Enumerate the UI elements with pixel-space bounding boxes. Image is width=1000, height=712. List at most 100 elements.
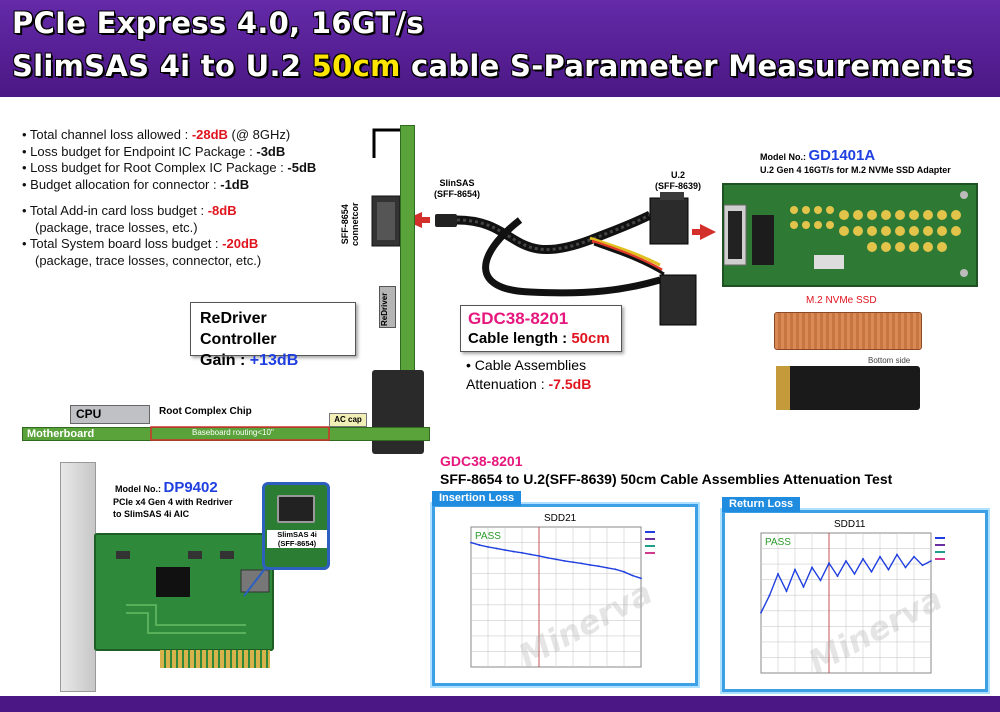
title-line-2-pre: SlimSAS 4i to U.2	[12, 49, 312, 83]
data-point	[555, 558, 557, 561]
data-point	[768, 594, 771, 597]
cable-drawing	[371, 192, 716, 326]
braided-cable	[456, 210, 653, 254]
title-line-1: PCIe Express 4.0, 16GT/s	[12, 6, 424, 40]
pcie-slot	[372, 370, 424, 454]
data-point	[580, 562, 583, 565]
data-point	[794, 568, 796, 571]
data-point	[538, 555, 540, 557]
card-bracket-top	[372, 128, 400, 158]
chart-title: SDD11	[834, 519, 866, 530]
data-point	[819, 579, 822, 582]
data-point	[811, 566, 813, 569]
data-point	[921, 564, 924, 567]
data-point	[529, 553, 532, 556]
loss-budget-list: • Total channel loss allowed : -28dB (@ …	[22, 127, 316, 269]
data-point	[563, 560, 566, 562]
return-loss-tab: Return Loss	[722, 497, 801, 512]
data-point	[470, 541, 472, 544]
legend-swatch	[645, 531, 655, 533]
data-point	[870, 570, 873, 573]
data-point	[478, 544, 481, 546]
bullet-root-complex-package: • Loss budget for Root Complex IC Packag…	[22, 160, 317, 175]
title-line-2-highlight: 50cm	[311, 49, 401, 83]
data-point	[512, 550, 515, 553]
data-point	[777, 573, 779, 575]
legend-swatch	[935, 558, 945, 560]
data-point	[487, 546, 489, 548]
pass-annotation: PASS	[765, 537, 791, 548]
bullet-total-channel-loss: • Total channel loss allowed : -28dB (@ …	[22, 127, 291, 142]
data-point	[785, 590, 788, 593]
m2-ssd-top	[774, 312, 922, 350]
legend-swatch	[645, 552, 655, 554]
data-point	[845, 560, 847, 562]
sff-8654-port	[377, 202, 395, 240]
cable-model: GDC38-8201	[468, 309, 569, 328]
pcie-bracket	[60, 462, 96, 692]
legend-swatch	[645, 538, 655, 540]
slimsas-zoom-label: SlimSAS 4i(SFF-8654)	[267, 530, 327, 548]
data-point	[913, 555, 915, 558]
chart-title: SDD21	[544, 513, 577, 524]
data-point	[896, 553, 898, 556]
header-banner: PCIe Express 4.0, 16GT/s SlimSAS 4i to U…	[0, 0, 1000, 97]
data-point	[521, 551, 523, 554]
u2-connector	[649, 197, 689, 245]
motherboard-label: Motherboard	[27, 428, 95, 440]
root-complex-label: Root Complex Chip	[159, 406, 252, 417]
m2-ssd-bottom	[776, 366, 920, 410]
legend-swatch	[935, 537, 945, 539]
redriver-chip	[379, 286, 396, 328]
title-line-2: SlimSAS 4i to U.2 50cm cable S-Parameter…	[12, 49, 974, 83]
data-point	[546, 556, 549, 559]
data-point	[930, 560, 932, 562]
data-point	[597, 565, 600, 568]
data-point	[614, 568, 617, 571]
redriver-gain: Gain : +13dB	[200, 352, 299, 369]
measurement-title: SFF-8654 to U.2(SFF-8639) 50cm Cable Ass…	[440, 471, 893, 487]
data-point	[606, 566, 608, 569]
data-point	[623, 570, 625, 573]
baseboard-routing-label: Baseboard routing<10"	[192, 428, 274, 437]
cable-callout: GDC38-8201 Cable length : 50cm	[460, 305, 622, 352]
dp9402-model: Model No.: DP9402	[115, 479, 218, 496]
redriver-title: ReDriver Controller	[200, 310, 277, 348]
u2-label: U.2(SFF-8639)	[655, 170, 702, 191]
footer-bar	[0, 696, 1000, 712]
bullet-endpoint-package: • Loss budget for Endpoint IC Package : …	[22, 143, 286, 159]
data-point	[640, 577, 642, 580]
legend-swatch	[935, 551, 945, 553]
data-point	[504, 549, 506, 551]
data-point	[828, 562, 830, 565]
data-point	[904, 566, 907, 569]
data-point	[836, 575, 839, 577]
pass-annotation: PASS	[475, 531, 501, 542]
bottom-side-label: Bottom side	[868, 356, 911, 365]
data-point	[802, 585, 805, 588]
slimsas-zoom-connector	[277, 495, 315, 523]
data-point	[631, 574, 634, 577]
slimsas-label: SlinSAS(SFF-8654)	[434, 178, 481, 199]
redriver-callout: ReDriver Controller Gain : +13dB	[190, 302, 356, 369]
legend-swatch	[645, 545, 655, 547]
bullet-connector-budget: • Budget allocation for connector : -1dB	[22, 176, 250, 192]
gd1401a-subtitle: U.2 Gen 4 16GT/s for M.2 NVMe SSD Adapte…	[760, 165, 951, 175]
data-point	[760, 611, 762, 614]
measurement-model: GDC38-8201	[440, 453, 523, 469]
cable-loop	[482, 217, 661, 297]
m2-ssd-label: M.2 NVMe SSD	[806, 295, 877, 306]
power-plug	[659, 274, 697, 326]
cable-attenuation: • Cable Assemblies Attenuation : -7.5dB	[466, 357, 592, 392]
gd1401a-model: Model No.: GD1401A	[760, 147, 876, 164]
m2-ssd-contacts	[776, 366, 790, 410]
bullet-addin-card-note: (package, trace losses, etc.)	[35, 219, 198, 235]
pcie-gold-fingers	[160, 650, 270, 668]
dp9402-board	[94, 533, 274, 651]
bullet-system-board-note: (package, trace losses, connector, etc.)	[35, 252, 262, 268]
